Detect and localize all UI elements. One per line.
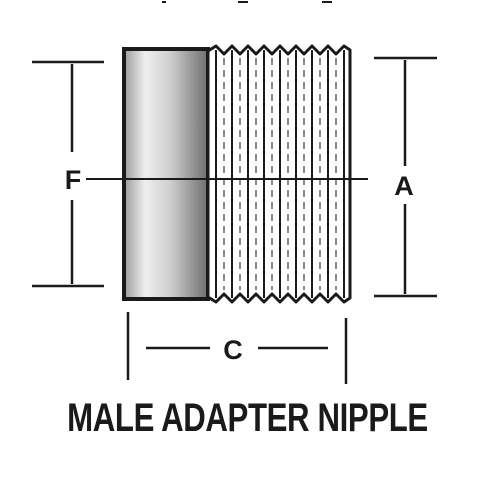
dimension-a <box>374 56 437 298</box>
dimension-f <box>32 60 104 288</box>
dimension-a-label: A <box>394 171 414 201</box>
diagram-caption: MALE ADAPTER NIPPLE <box>67 396 428 440</box>
dimension-c-label: C <box>223 335 243 365</box>
dimension-c <box>126 312 348 384</box>
threaded-section <box>206 44 352 304</box>
pipe-body <box>122 47 210 301</box>
dimension-f-label: F <box>65 165 82 195</box>
